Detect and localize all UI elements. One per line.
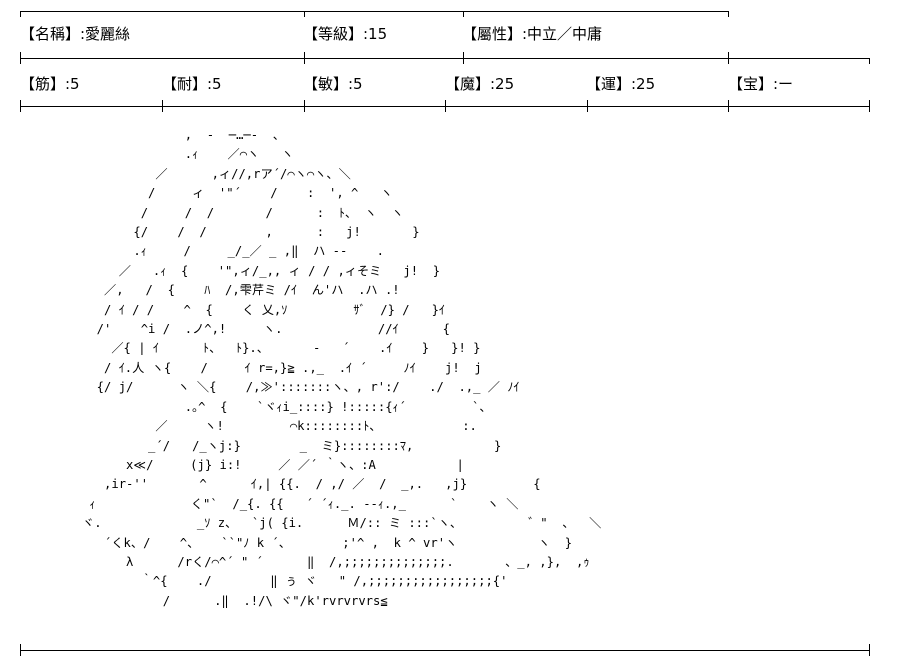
row2-tick	[304, 52, 305, 64]
ascii-art-character: , - ─…─- 、 .ｨ ／⌒ヽ ヽ ／ ,ィ//,rア´/⌒ヽ⌒ヽ、＼ / …	[82, 128, 602, 608]
row2-top-rule	[20, 58, 870, 59]
stat-endurance: 【耐】:5	[162, 75, 222, 93]
row1-tick	[728, 11, 729, 17]
row1-tick	[463, 11, 464, 17]
bottom-tick	[869, 644, 870, 656]
row2-bottom-tick	[20, 100, 21, 112]
row1-tick	[20, 11, 21, 17]
level-label: 【等級】:15	[303, 25, 388, 43]
stat-luck: 【運】:25	[586, 75, 656, 93]
stat-agility: 【敏】:5	[303, 75, 363, 93]
bottom-tick	[20, 644, 21, 656]
row2-bottom-tick	[728, 100, 729, 112]
stat-noble-phantasm: 【宝】:ー	[728, 75, 794, 93]
row2-bottom-tick	[869, 100, 870, 112]
row2-tick	[869, 58, 870, 64]
stat-magic: 【魔】:25	[445, 75, 515, 93]
row2-tick	[20, 52, 21, 64]
row1-top-rule	[20, 11, 728, 12]
row2-bottom-tick	[162, 100, 163, 112]
bottom-rule	[20, 650, 870, 651]
row2-bottom-tick	[587, 100, 588, 112]
name-label: 【名稱】:愛麗絲	[20, 25, 131, 43]
alignment-label: 【屬性】:中立／中庸	[462, 25, 603, 43]
row2-tick	[463, 52, 464, 64]
row2-bottom-tick	[304, 100, 305, 112]
row2-tick	[728, 52, 729, 64]
row1-tick	[304, 11, 305, 17]
stat-strength: 【筋】:5	[20, 75, 80, 93]
row2-bottom-tick	[445, 100, 446, 112]
